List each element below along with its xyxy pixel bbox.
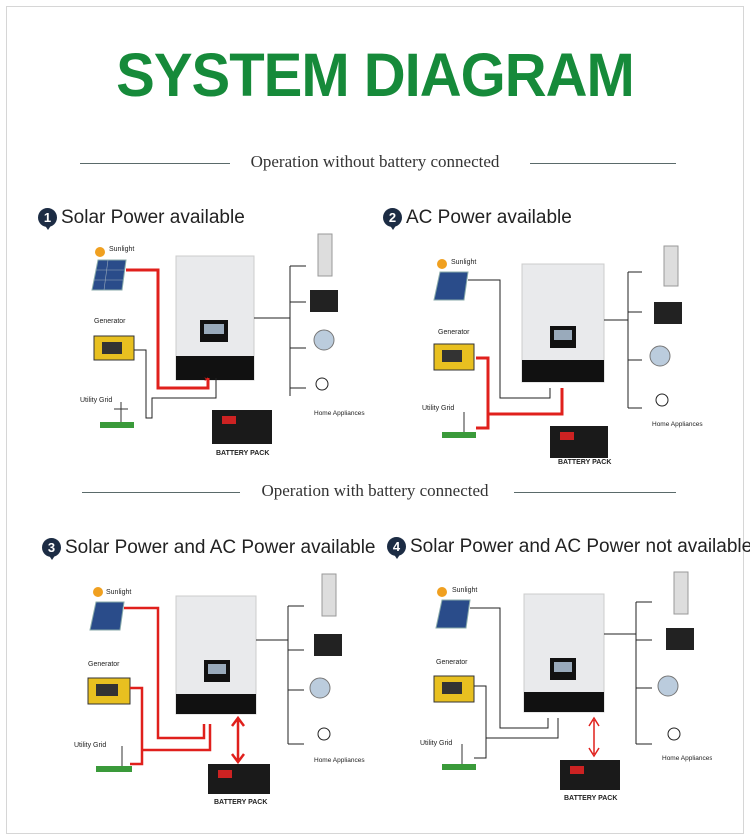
- sunlight-label: Sunlight: [106, 589, 131, 596]
- fan-icon: [657, 675, 679, 697]
- light-bulb-icon: [315, 377, 329, 391]
- section-label: Operation without battery connected: [250, 152, 500, 171]
- sunlight-label: Sunlight: [451, 259, 476, 266]
- inverter-unit: [521, 263, 605, 383]
- battery-pack-label: BATTERY PACK: [214, 799, 267, 806]
- home-appliances-label: Home Appliances: [652, 421, 703, 428]
- light-bulb-icon: [667, 727, 681, 741]
- divider-line: [80, 163, 230, 164]
- battery-pack-icon: [208, 764, 270, 794]
- panel-label: Solar Power and AC Power not available: [410, 536, 750, 557]
- step-badge: 4: [387, 537, 406, 559]
- battery-pack-icon: [550, 426, 608, 458]
- fan-icon: [309, 677, 331, 699]
- battery-pack-icon: [560, 760, 620, 790]
- ac-flow-line: [476, 356, 564, 430]
- section-header-with-battery: Operation with battery connected: [0, 481, 750, 501]
- step-badge: 2: [383, 208, 402, 230]
- light-bulb-icon: [317, 727, 331, 741]
- inverter-unit: [175, 255, 255, 381]
- ac-flow-line: [130, 686, 212, 766]
- fan-icon: [649, 345, 671, 367]
- battery-pack-label: BATTERY PACK: [216, 450, 269, 457]
- generator-icon: [87, 677, 131, 705]
- page-frame: [6, 6, 744, 834]
- solar-flow-line: [124, 606, 206, 740]
- utility-grid-label: Utility Grid: [422, 405, 454, 412]
- utility-tower-icon: [96, 746, 132, 772]
- panel-label: Solar Power available: [61, 207, 245, 228]
- air-conditioner-icon: [317, 233, 333, 277]
- home-appliances-label: Home Appliances: [314, 757, 365, 764]
- step-badge: 3: [42, 538, 61, 560]
- page-title: SYSTEM DIAGRAM: [116, 41, 635, 110]
- sun-icon: [95, 247, 105, 257]
- computer-icon: [666, 628, 694, 650]
- utility-grid-label: Utility Grid: [80, 397, 112, 404]
- air-conditioner-icon: [673, 571, 689, 615]
- sun-icon: [93, 587, 103, 597]
- sunlight-label: Sunlight: [452, 587, 477, 594]
- solar-panel-icon: [89, 601, 125, 631]
- solar-flow-line: [126, 268, 210, 390]
- panel-1-svg: Sunlight Generator Utility Grid × BATTER…: [80, 233, 365, 457]
- sunlight-label: Sunlight: [109, 246, 134, 253]
- generator-label: Generator: [88, 661, 120, 668]
- sun-icon: [437, 587, 447, 597]
- home-appliances-label: Home Appliances: [662, 755, 712, 762]
- panel-2-diagram: Sunlight Generator Utility Grid BATTERY …: [410, 242, 710, 472]
- sun-icon: [437, 259, 447, 269]
- panel-3-svg: Sunlight Generator Utility Grid BATTERY …: [74, 573, 365, 806]
- panel-1-diagram: Sunlight Generator Utility Grid × BATTER…: [66, 232, 366, 472]
- air-conditioner-icon: [321, 573, 337, 617]
- computer-icon: [310, 290, 338, 312]
- divider-line: [530, 163, 676, 164]
- generator-icon: [433, 343, 475, 371]
- solar-panel-icon: [435, 599, 471, 629]
- step-badge: 1: [38, 208, 57, 230]
- utility-tower-icon: [100, 402, 134, 428]
- computer-icon: [314, 634, 342, 656]
- divider-line: [514, 492, 676, 493]
- air-conditioner-icon: [663, 245, 679, 287]
- utility-tower-icon: [442, 744, 476, 770]
- utility-grid-label: Utility Grid: [420, 740, 452, 747]
- computer-icon: [654, 302, 682, 324]
- divider-line: [82, 492, 240, 493]
- inverter-unit: [175, 595, 257, 715]
- home-appliances-label: Home Appliances: [314, 410, 365, 417]
- generator-label: Generator: [94, 318, 126, 325]
- utility-grid-label: Utility Grid: [74, 742, 106, 749]
- panel-3-diagram: Sunlight Generator Utility Grid BATTERY …: [66, 568, 366, 808]
- panel-4-svg: Sunlight Generator Utility Grid BATTERY …: [420, 571, 713, 802]
- section-header-without-battery: Operation without battery connected: [0, 152, 750, 172]
- solar-panel-icon: [91, 259, 127, 291]
- inverter-unit: [523, 593, 605, 713]
- fan-icon: [313, 329, 335, 351]
- generator-icon: [93, 335, 135, 361]
- generator-label: Generator: [436, 659, 468, 666]
- battery-flow-arrow: [231, 715, 245, 765]
- battery-pack-label: BATTERY PACK: [564, 795, 617, 802]
- light-bulb-icon: [655, 393, 669, 407]
- battery-flow-arrow: [588, 716, 600, 758]
- panel-2-svg: Sunlight Generator Utility Grid BATTERY …: [422, 245, 703, 466]
- battery-pack-label: BATTERY PACK: [558, 459, 611, 466]
- panel-4-diagram: Sunlight Generator Utility Grid BATTERY …: [412, 568, 713, 808]
- panel-label: Solar Power and AC Power available: [65, 537, 376, 558]
- battery-pack-icon: [212, 410, 272, 444]
- panel-label: AC Power available: [406, 207, 572, 228]
- generator-label: Generator: [438, 329, 470, 336]
- section-label: Operation with battery connected: [261, 481, 489, 500]
- generator-icon: [433, 675, 475, 703]
- utility-tower-icon: [442, 412, 476, 438]
- svg-text:×: ×: [204, 375, 209, 384]
- solar-panel-icon: [433, 271, 469, 301]
